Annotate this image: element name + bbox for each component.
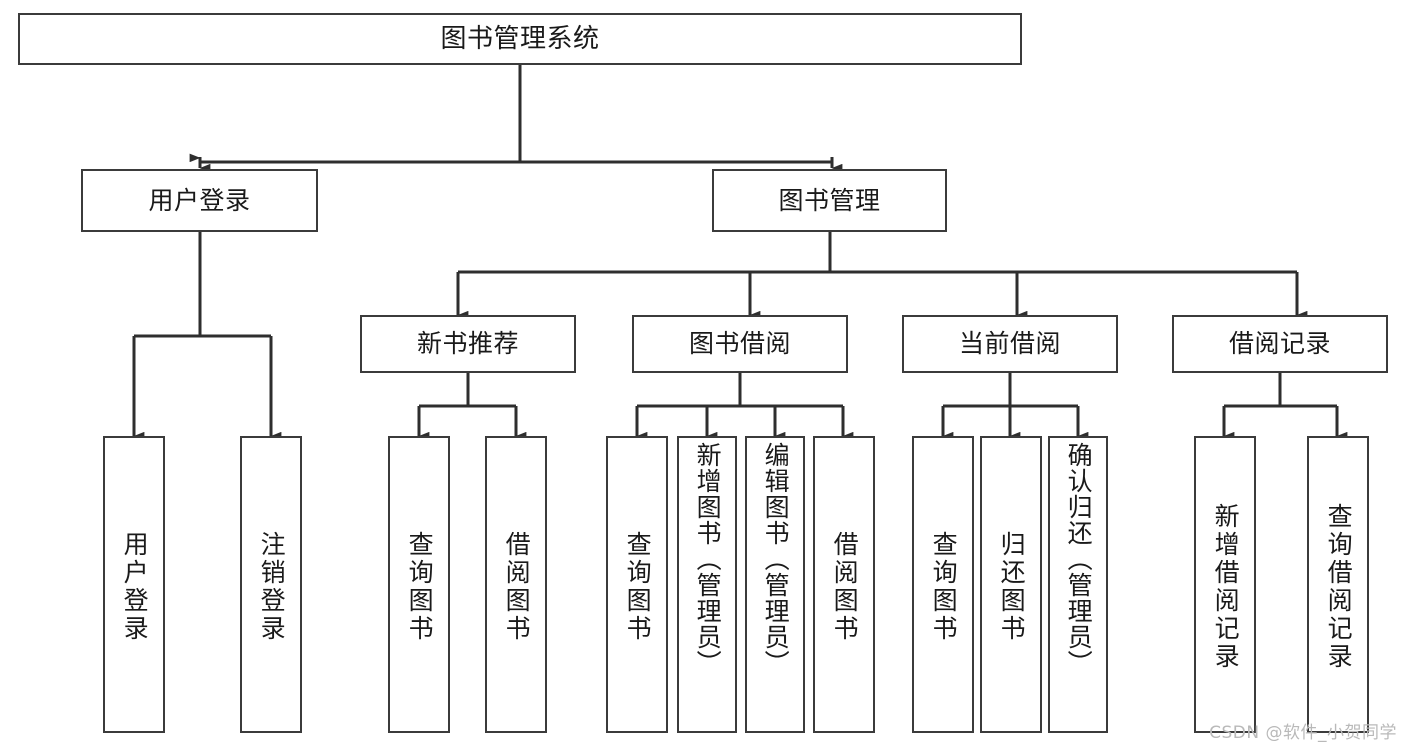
node-root-system[interactable]: 图书管理系统 <box>18 13 1022 65</box>
node-label: 借阅图书 <box>830 530 860 643</box>
node-book-borrow[interactable]: 图书借阅 <box>632 315 848 373</box>
node-label: 查询图书 <box>623 530 653 643</box>
node-label: 图书借阅 <box>688 329 791 359</box>
node-label: 图书管理 <box>778 185 881 215</box>
leaf-borrow-record-add[interactable]: 新增借阅记录 <box>1194 436 1256 733</box>
node-user-login[interactable]: 用户登录 <box>81 169 318 232</box>
leaf-new-book-borrow[interactable]: 借阅图书 <box>485 436 547 733</box>
node-label: 归还图书 <box>997 530 1027 643</box>
node-label: 用户登录 <box>120 530 150 643</box>
leaf-user-login-logout[interactable]: 注销登录 <box>240 436 302 733</box>
node-label: 查询图书 <box>405 530 435 643</box>
leaf-current-borrow-return[interactable]: 归还图书 <box>980 436 1042 733</box>
csdn-watermark: CSDN @软件_小贺同学 <box>1209 723 1397 743</box>
node-label: 编辑图书（管理员） <box>761 442 791 676</box>
node-label: 借阅记录 <box>1228 329 1331 359</box>
leaf-book-borrow-borrow[interactable]: 借阅图书 <box>813 436 875 733</box>
node-label: 当前借阅 <box>958 329 1061 359</box>
leaf-book-borrow-edit[interactable]: 编辑图书（管理员） <box>745 436 805 733</box>
node-book-management[interactable]: 图书管理 <box>712 169 947 232</box>
node-label: 借阅图书 <box>502 530 532 643</box>
node-borrow-record[interactable]: 借阅记录 <box>1172 315 1388 373</box>
node-new-book-recommend[interactable]: 新书推荐 <box>360 315 576 373</box>
node-label: 图书管理系统 <box>440 23 600 54</box>
node-label: 新书推荐 <box>416 329 519 359</box>
node-label: 查询借阅记录 <box>1324 502 1354 671</box>
leaf-book-borrow-add[interactable]: 新增图书（管理员） <box>677 436 737 733</box>
leaf-current-borrow-confirm-return[interactable]: 确认归还（管理员） <box>1048 436 1108 733</box>
node-current-borrow[interactable]: 当前借阅 <box>902 315 1118 373</box>
leaf-book-borrow-query[interactable]: 查询图书 <box>606 436 668 733</box>
node-label: 确认归还（管理员） <box>1064 442 1094 676</box>
leaf-borrow-record-query[interactable]: 查询借阅记录 <box>1307 436 1369 733</box>
node-label: 新增图书（管理员） <box>693 442 723 676</box>
node-label: 注销登录 <box>257 530 287 643</box>
leaf-current-borrow-query[interactable]: 查询图书 <box>912 436 974 733</box>
node-label: 查询图书 <box>929 530 959 643</box>
leaf-new-book-query[interactable]: 查询图书 <box>388 436 450 733</box>
node-label: 新增借阅记录 <box>1211 502 1241 671</box>
leaf-user-login-login[interactable]: 用户登录 <box>103 436 165 733</box>
node-label: 用户登录 <box>148 185 251 215</box>
